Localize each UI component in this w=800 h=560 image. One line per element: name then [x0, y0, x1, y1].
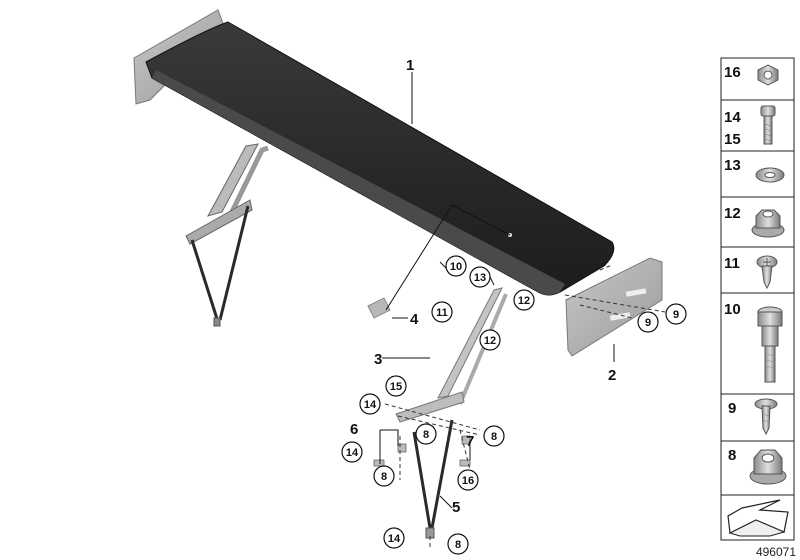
wing-strut-icon [185, 143, 269, 327]
callout-circle: 8 [447, 533, 469, 555]
svg-text:12: 12 [484, 335, 496, 347]
svg-text:14: 14 [388, 533, 401, 545]
side-label-11: 11 [724, 255, 740, 272]
svg-text:8: 8 [491, 431, 497, 443]
side-label-9: 9 [728, 400, 736, 417]
side-label-8: 8 [728, 447, 736, 464]
side-label-16: 16 [724, 64, 741, 81]
torx-screw-icon [754, 398, 778, 436]
svg-text:10: 10 [450, 261, 462, 273]
label-7: 7 [466, 433, 474, 450]
svg-text:13: 13 [474, 272, 486, 284]
collar-nut-icon [751, 209, 785, 238]
hex-bolt-icon [760, 105, 776, 145]
svg-text:8: 8 [423, 429, 429, 441]
label-6: 6 [350, 421, 358, 438]
label-5: 5 [452, 499, 460, 516]
svg-text:9: 9 [645, 317, 651, 329]
callout-circle: 14 [359, 393, 381, 415]
side-label-14: 14 [724, 109, 741, 126]
svg-text:12: 12 [518, 295, 530, 307]
callout-circle: 10 [445, 255, 467, 277]
callout-circle: 9 [665, 303, 687, 325]
svg-text:9: 9 [673, 309, 679, 321]
washer-icon [755, 167, 785, 183]
callout-circle: 11 [431, 301, 453, 323]
wing-strut-icon [395, 287, 508, 539]
side-label-13: 13 [724, 157, 741, 174]
callout-circle: 8 [483, 425, 505, 447]
reference-number: 496071 [756, 545, 796, 559]
side-label-10: 10 [724, 301, 741, 318]
nut-icon [757, 64, 779, 86]
svg-text:14: 14 [346, 447, 359, 459]
label-3: 3 [374, 351, 382, 368]
adhesive-pad-icon [367, 297, 391, 319]
svg-text:11: 11 [436, 307, 448, 319]
svg-text:8: 8 [455, 539, 461, 551]
clip-screw-icon [756, 255, 778, 290]
parts-side-panel: 16 14 15 13 12 11 10 9 8 [720, 57, 795, 541]
side-label-15: 15 [724, 131, 741, 148]
callout-circle: 8 [415, 423, 437, 445]
callout-circle: 15 [385, 375, 407, 397]
rear-wing-icon [133, 9, 615, 296]
callout-circle: 9 [637, 311, 659, 333]
callout-circle: 8 [373, 465, 395, 487]
callout-group: 10 13 12 11 12 9 9 15 14 8 8 14 8 16 14 … [341, 255, 687, 555]
flange-nut-icon [749, 449, 787, 485]
callout-circle: 16 [457, 469, 479, 491]
callout-circle: 14 [341, 441, 363, 463]
callout-circle: 12 [513, 289, 535, 311]
svg-text:16: 16 [462, 475, 474, 487]
svg-text:15: 15 [390, 381, 402, 393]
shoulder-bolt-icon [757, 306, 783, 383]
label-1: 1 [406, 57, 414, 74]
end-plate-icon [565, 257, 663, 357]
label-2: 2 [608, 367, 616, 384]
callout-circle: 12 [479, 329, 501, 351]
svg-text:14: 14 [364, 399, 377, 411]
side-label-12: 12 [724, 205, 741, 222]
label-4: 4 [410, 311, 419, 328]
callout-circle: 14 [383, 527, 405, 549]
callout-circle: 13 [469, 266, 491, 288]
svg-text:8: 8 [381, 471, 387, 483]
arrow-icon [727, 499, 789, 537]
